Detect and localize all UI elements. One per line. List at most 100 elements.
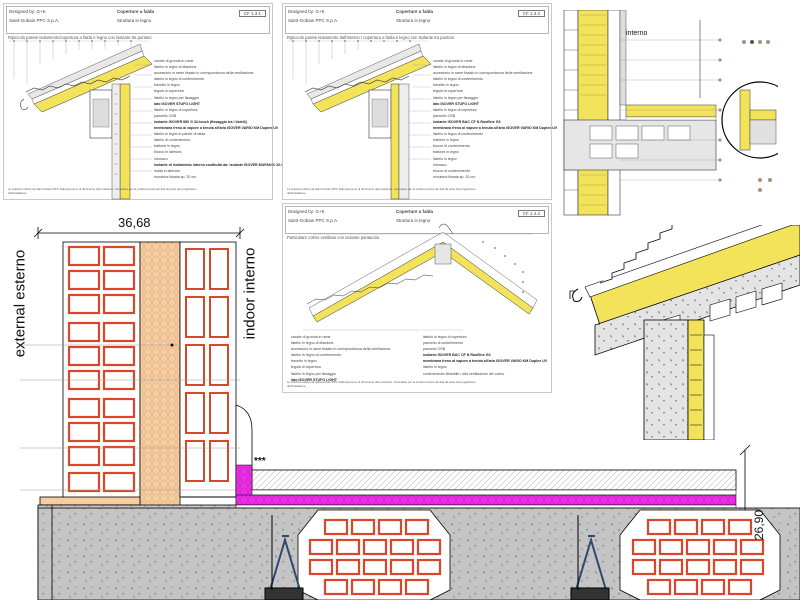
- legend-item: listello in legno di dilazione: [154, 65, 197, 70]
- junction-drawing: [563, 10, 778, 216]
- wall-slab-junction-detail: interno: [560, 10, 778, 220]
- detail-sheet-2: Designed by: G+K Saint-Gobain PPC S.p.A.…: [282, 3, 557, 200]
- sheet-footer: Le soluzioni offerte da Saint-Gobain PPC…: [287, 187, 476, 195]
- legend-item: accessorio in rame fissato in corrispond…: [433, 71, 533, 76]
- legend-item: canale di gronda in rame: [291, 335, 331, 339]
- sheet-footer: Le soluzioni offerte da Saint-Gobain PPC…: [287, 380, 476, 388]
- legend-item: listello in legno di contenimento: [433, 77, 483, 82]
- sheet-code: CF 1.3.1: [238, 10, 266, 17]
- dimension-width: 36,68: [118, 215, 151, 230]
- legend-item: listello in legno di contenimento: [433, 132, 483, 137]
- legend-item: intonaco: [433, 162, 447, 167]
- legend-item: blocco di contenimento: [433, 168, 470, 173]
- legend-right: listello in legno di copertura pannello d…: [423, 334, 547, 377]
- sheet-subtitle: Struttura in legno: [396, 218, 431, 223]
- interno-label: interno: [626, 30, 648, 37]
- ridge-detail-drawing: [303, 223, 538, 331]
- legend-item: canale di gronda in rame: [433, 59, 473, 63]
- legend-item: tegola di copertura: [154, 89, 184, 94]
- legend-item: contenimento flessibile / alla ventilazi…: [423, 371, 505, 376]
- sheet-code: CF 1.4.2: [517, 210, 545, 217]
- title-block: Designed by: G+K Saint-Gobain PPC S.p.A.…: [285, 206, 549, 234]
- detail-sheet-3: Designed by: G+K Saint-Gobain PPC S.p.A.…: [282, 203, 552, 393]
- legend-item: travetto in legno: [291, 359, 317, 364]
- title-block: Designed by: G+K Saint-Gobain PPC S.p.A.…: [285, 6, 549, 34]
- legend-item: isolante ISOVER 850 G 32-touch (fissaggi…: [154, 119, 247, 124]
- legend-item: trattone in legno: [433, 150, 459, 155]
- legend-item: listello in legno di copertura: [154, 107, 198, 112]
- company-label: Saint-Gobain PPC S.p.A.: [288, 218, 339, 223]
- sheet-description: Ripiccolo parete isolamento/copertura a …: [8, 35, 152, 40]
- sheet-title: Coperture a falda: [396, 9, 434, 14]
- legend-item: listello in legno per fissaggio: [154, 95, 199, 100]
- legend-list: canale di gronda in rame listello in legn…: [154, 58, 350, 180]
- detail-sheet-1: Designed by: G+K Saint-Gobain PPC S.p.A.…: [3, 3, 350, 200]
- firm-label: Designed by: G+K: [288, 9, 325, 14]
- legend-item: membrana freno al vapore a tenuta all'ar…: [433, 126, 558, 131]
- legend-item: listello in legno di copertura: [423, 335, 467, 339]
- legend-item: muratura fissata sp. 30 cm: [154, 174, 197, 179]
- legend-item: pannello di contenimento: [423, 341, 463, 346]
- legend-item: listello in legno di copertura: [433, 107, 477, 112]
- legend-left: canale di gronda in rame listello in legn…: [291, 334, 390, 383]
- legend-item: listello in legno: [433, 156, 457, 161]
- legend-item: listello in legno per fissaggio: [433, 95, 478, 100]
- company-label: Saint-Gobain PPC S.p.A.: [288, 18, 339, 23]
- legend-item: listello di contenimento: [154, 138, 191, 143]
- sheet-subtitle: Struttura in legno: [396, 18, 431, 23]
- legend-item: listello in legno per fissaggio: [291, 371, 336, 376]
- label-indoor: indoor interno: [241, 247, 259, 340]
- legend-item: intonaco: [154, 156, 168, 161]
- firm-label: Designed by: G+K: [288, 209, 325, 214]
- dimension-height: 26,90: [752, 509, 766, 540]
- sheet-code: CF 1.3.2: [517, 10, 545, 17]
- legend-item: pannello OSB: [154, 113, 177, 118]
- legend-item: listello in legno di contenimento: [291, 353, 341, 358]
- legend-item: canale di gronda in rame: [154, 59, 194, 63]
- floor-slab-svg: [37, 444, 800, 600]
- legend-item: listello in legno: [423, 365, 447, 370]
- eaves-detail-drawing: [287, 40, 432, 200]
- legend-item: malta in laterizio: [154, 168, 180, 173]
- legend-item: trattone in legno: [154, 144, 180, 149]
- title-block: Designed by: G+K Saint-Gobain PPC S.p.A.…: [6, 6, 270, 34]
- legend-item: lato ISOVER STUFO LIGHT: [154, 101, 200, 106]
- sheet-subtitle: Struttura in legno: [117, 18, 152, 23]
- sheet-title: Coperture a falda: [396, 209, 434, 214]
- legend-item: membrana freno al vapore a tenuta all'ar…: [154, 126, 279, 131]
- floor-slab-section: *** 26,90: [0, 440, 800, 600]
- legend-item: tegola di copertura: [291, 365, 321, 370]
- company-label: Saint-Gobain PPC S.p.A.: [9, 18, 60, 23]
- legend-item: isolante ISOVER BAC CF N Roofline G3: [433, 119, 501, 124]
- sheet-description: Particolare colmo ventilato con isolante…: [287, 235, 379, 240]
- roof-eaves-svg: [569, 225, 800, 440]
- legend-item: blocco di contenimento: [433, 144, 470, 149]
- legend-item: listello in legno di dilazione: [291, 341, 334, 346]
- legend-item: isolante di isolamento interno costituit…: [154, 162, 351, 167]
- label-external: external esterno: [11, 249, 29, 358]
- roof-eaves-section: [560, 225, 800, 440]
- legend-list: canale di gronda in rame listello in legn…: [433, 58, 557, 180]
- legend-item: tegola di copertura: [433, 89, 463, 94]
- legend-item: travetto in legno: [433, 83, 459, 88]
- legend-item: accessorio in rame fissato in corrispond…: [154, 71, 254, 76]
- legend-item: pannello OSB: [433, 113, 456, 118]
- legend-item: lato ISOVER STUFO LIGHT: [291, 377, 337, 382]
- legend-item: listello in legno in parete di falda: [154, 132, 206, 137]
- legend-item: pannello OSB: [423, 347, 446, 352]
- legend-item: travetto in legno: [154, 83, 180, 88]
- legend-item: blocco in laterizio: [154, 150, 182, 155]
- firm-label: Designed by: G+K: [9, 9, 46, 14]
- eaves-detail-drawing: [8, 40, 153, 200]
- sheet-description: Ripiccolo parete isolamento dall'interno…: [287, 35, 455, 40]
- legend-item: isolante ISOVER BAC CF N Roofline G3: [423, 353, 491, 358]
- legend-item: lato ISOVER STUFO LIGHT: [433, 101, 479, 106]
- sheet-title: Coperture a falda: [117, 9, 155, 14]
- legend-item: membrana freno al vapore a tenuta all'ar…: [423, 359, 548, 364]
- sheet-footer: Le soluzioni offerte da Saint-Gobain PPC…: [8, 187, 197, 195]
- legend-item: muratura fissata sp. 30 cm: [433, 174, 476, 179]
- legend-item: trattone in legno: [433, 138, 459, 143]
- legend-item: accessorio in rame fissato in corrispond…: [291, 347, 391, 352]
- legend-item: listello in legno di dilazione: [433, 65, 476, 70]
- legend-item: listello in legno di contenimento: [154, 77, 204, 82]
